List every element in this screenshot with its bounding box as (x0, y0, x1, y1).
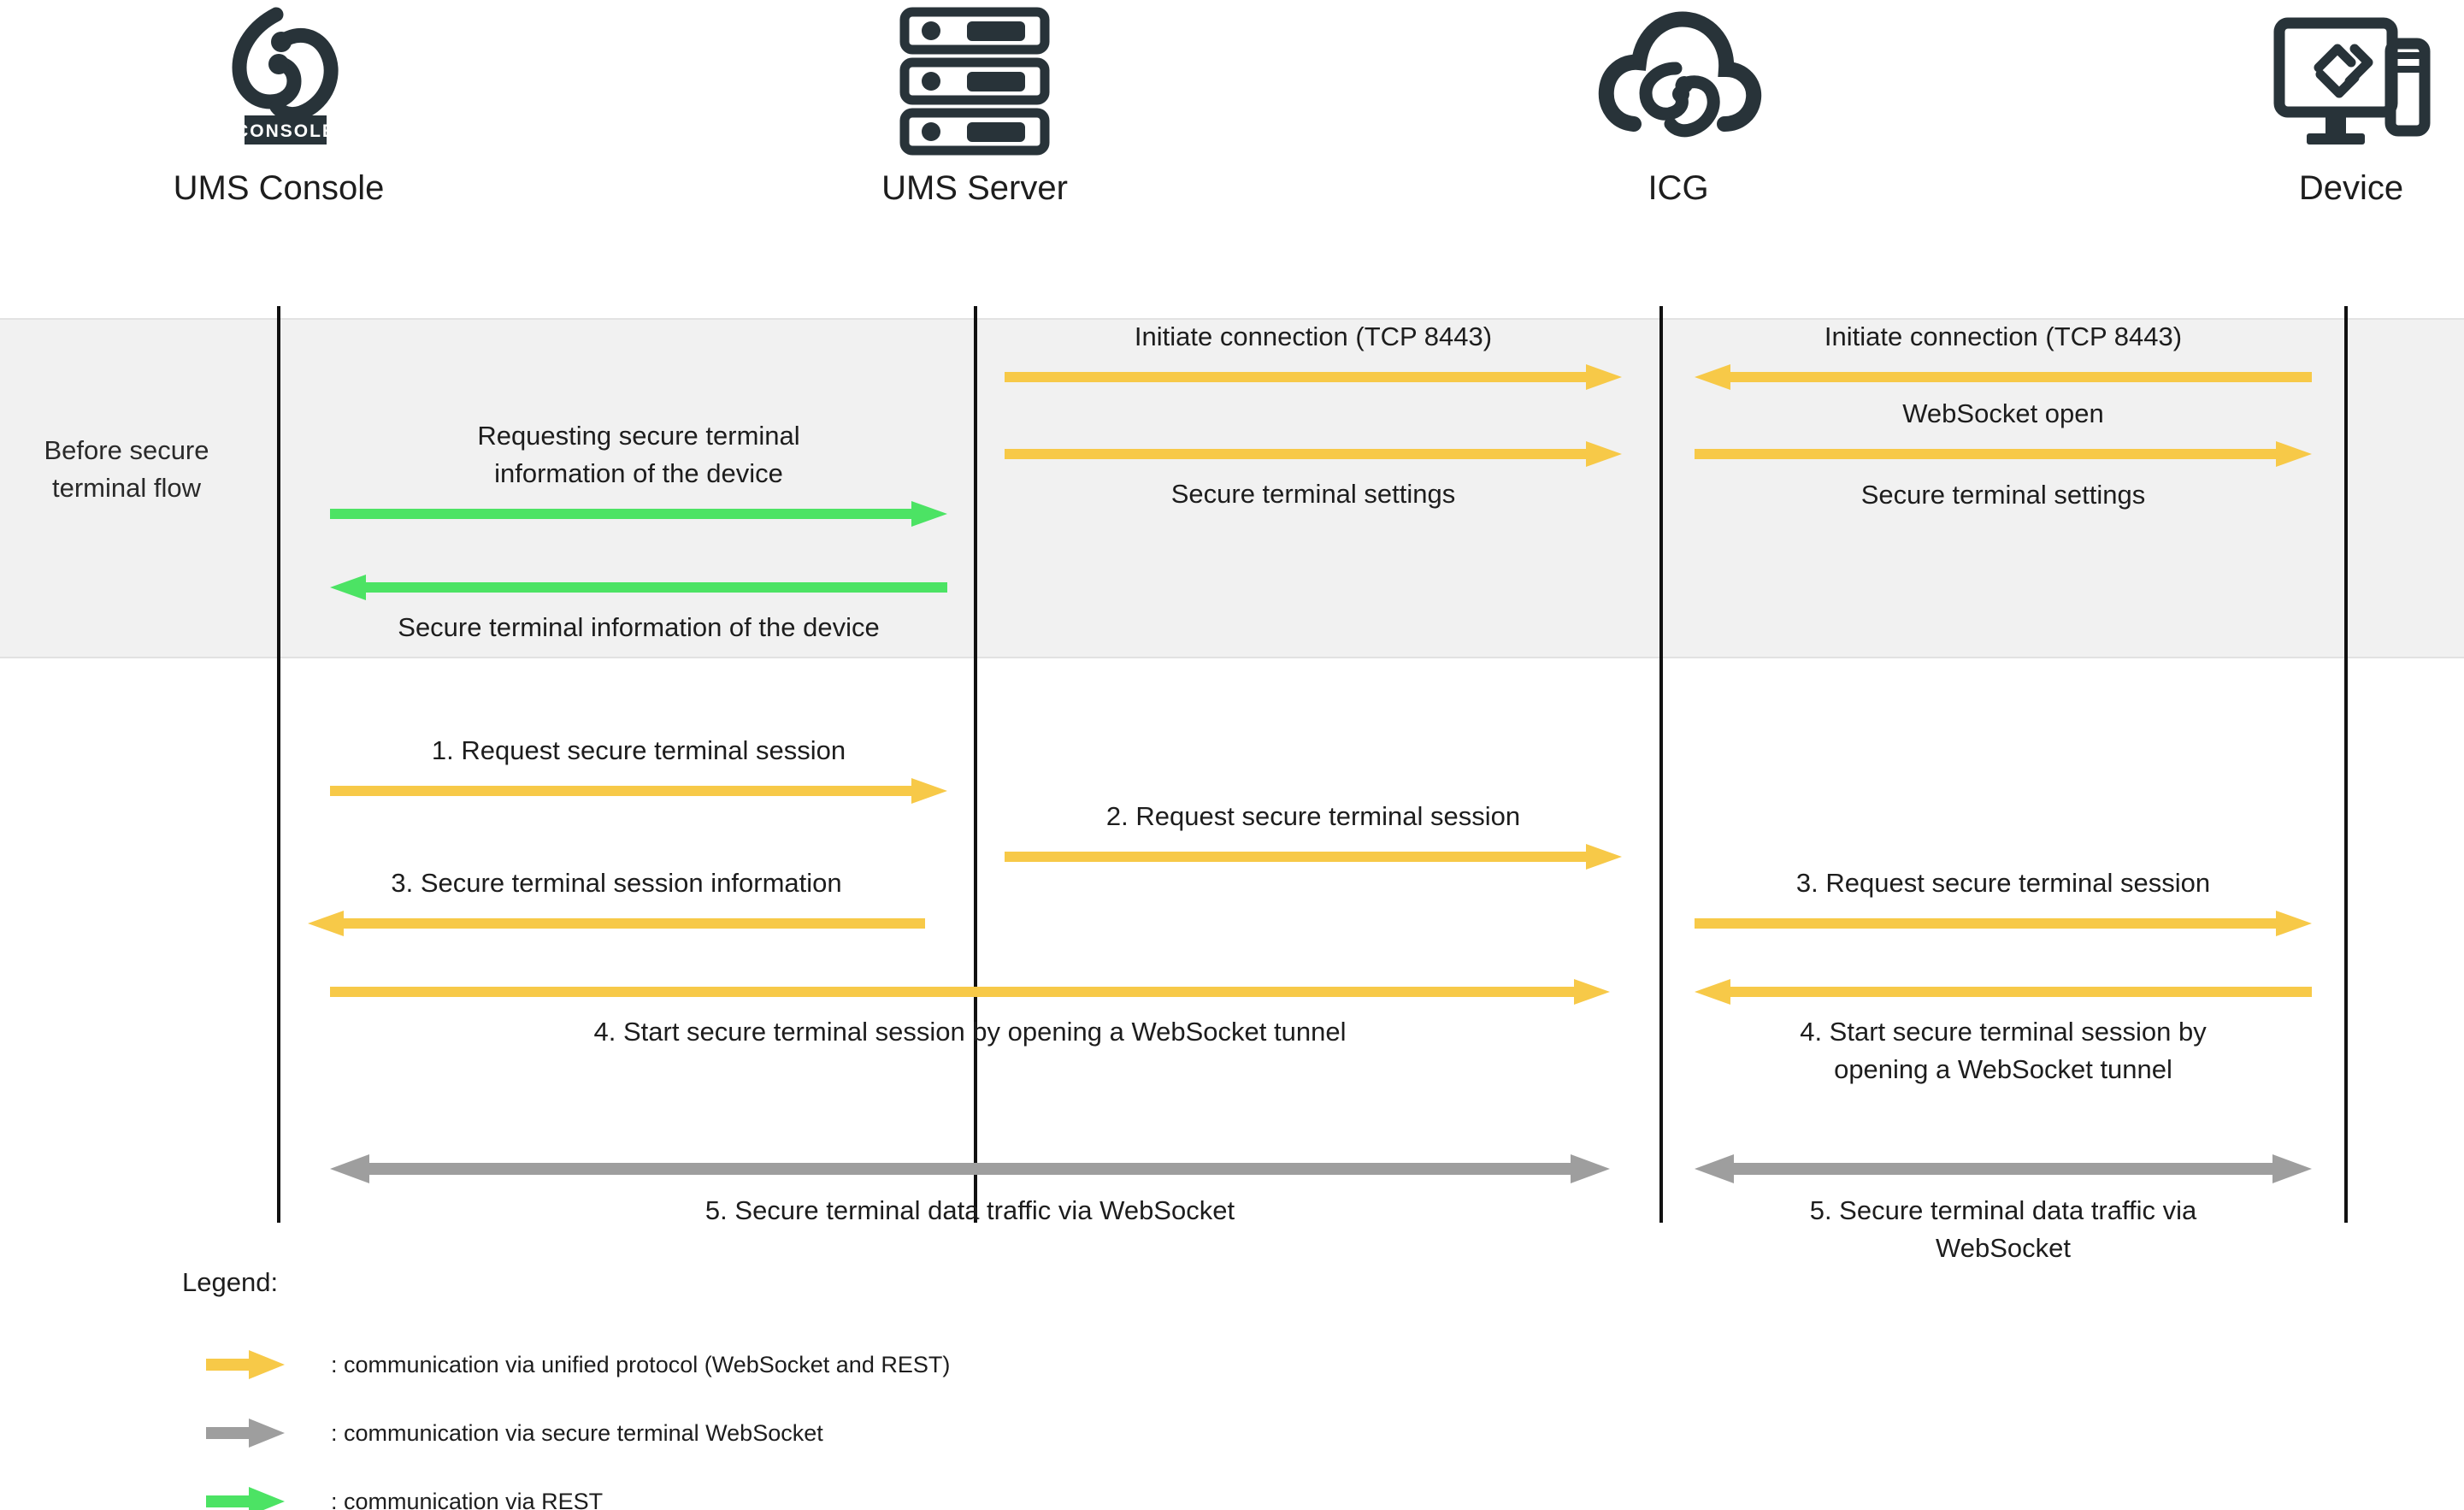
message-secure-terminal-settings-server-icg: Secure terminal settings (1005, 441, 1622, 509)
message-label: 3. Request secure terminal session (1795, 867, 2211, 898)
message-step5-data-traffic-console-icg: 5. Secure terminal data traffic via WebS… (330, 1154, 1610, 1225)
arrow-right-unified-protocol-icon (1695, 441, 2312, 467)
message-secure-terminal-info-of-device: Secure terminal information of the devic… (330, 575, 947, 642)
actor-icg: ICG (1499, 0, 1858, 257)
legend-item-label: : communication via unified protocol (We… (331, 1351, 951, 1377)
arrow-left-unified-protocol-icon (1695, 364, 2312, 390)
message-websocket-open-icg-device: WebSocket open (1695, 398, 2312, 467)
message-label: Secure terminal settings (1170, 479, 1456, 509)
arrow-left-unified-protocol-icon (1695, 979, 2312, 1005)
message-secure-terminal-settings-icg-device: Secure terminal settings (1695, 467, 2312, 510)
message-label: Initiate connection (TCP 8443) (1824, 321, 2183, 351)
cloud-gateway-icon (1499, 0, 1858, 162)
legend-item-label: : communication via secure terminal WebS… (331, 1419, 823, 1446)
message-step4-start-session-console-icg: 4. Start secure terminal session by open… (330, 979, 1610, 1047)
message-label: Secure terminal settings (1860, 480, 2146, 510)
arrow-bidirectional-secure-terminal-websocket-icon (1695, 1154, 2312, 1183)
message-label: 5. Secure terminal data traffic via WebS… (704, 1195, 1235, 1225)
ums-console-logo-icon: CONSOLE (99, 0, 458, 162)
legend-item-rest: : communication via REST (182, 1467, 1379, 1510)
arrow-right-unified-protocol-icon (1005, 441, 1622, 467)
message-step1-request-secure-terminal-session: 1. Request secure terminal session (330, 735, 947, 804)
actor-ums-server: UMS Server (795, 0, 1154, 257)
lifeline-ums-console (277, 306, 280, 1223)
desktop-computer-icon (2172, 0, 2464, 162)
arrow-right-rest-icon (330, 501, 947, 527)
message-step2-request-secure-terminal-session: 2. Request secure terminal session (1005, 801, 1622, 870)
lifeline-ums-server (974, 306, 977, 1223)
arrow-right-unified-protocol-icon (1005, 364, 1622, 390)
message-label: Initiate connection (TCP 8443) (1134, 321, 1493, 351)
arrow-right-unified-protocol-icon (1695, 911, 2312, 936)
phase-band-label: Before secure terminal flow (44, 435, 209, 504)
legend-title: Legend: (182, 1267, 279, 1297)
message-initiate-connection-device-icg: Initiate connection (TCP 8443) (1695, 321, 2312, 390)
message-label: 3. Secure terminal session information (391, 867, 842, 898)
arrow-right-unified-protocol-icon (1005, 844, 1622, 870)
message-step5-data-traffic-icg-device: 5. Secure terminal data traffic via WebS… (1695, 1154, 2312, 1263)
message-step3-secure-terminal-session-information: 3. Secure terminal session information (308, 868, 925, 936)
message-label: Requesting secure terminal information o… (477, 420, 800, 488)
arrow-left-unified-protocol-icon (308, 911, 925, 936)
arrow-bidirectional-secure-terminal-websocket-icon (330, 1154, 1610, 1183)
actor-ums-console: CONSOLE UMS Console (99, 0, 458, 257)
legend-arrow-rest-icon (206, 1487, 309, 1510)
actor-label: UMS Server (881, 169, 1068, 207)
message-label: 4. Start secure terminal session by open… (1800, 1017, 2207, 1085)
svg-text:CONSOLE: CONSOLE (235, 121, 336, 141)
message-label: 5. Secure terminal data traffic via WebS… (1809, 1195, 2197, 1264)
message-label: 2. Request secure terminal session (1105, 800, 1521, 831)
message-label: 1. Request secure terminal session (431, 734, 846, 765)
arrow-left-rest-icon (330, 575, 947, 600)
legend-arrow-secure-terminal-websocket-icon (206, 1419, 309, 1448)
lifeline-icg (1659, 306, 1663, 1223)
legend-item-label: : communication via REST (331, 1488, 604, 1510)
message-label: Secure terminal information of the devic… (398, 612, 880, 642)
message-requesting-secure-terminal-info: Requesting secure terminal information o… (330, 421, 947, 527)
message-step4-start-session-device-icg: 4. Start secure terminal session by open… (1695, 979, 2312, 1084)
arrow-right-unified-protocol-icon (330, 778, 947, 804)
legend-arrow-unified-protocol-icon (206, 1350, 309, 1379)
server-rack-icon (795, 0, 1154, 162)
actor-device: Device (2172, 0, 2464, 257)
legend-item-secure-terminal-websocket: : communication via secure terminal WebS… (182, 1399, 1379, 1467)
actor-label: ICG (1648, 169, 1709, 207)
actor-label: Device (2298, 169, 2404, 207)
legend-item-unified-protocol: : communication via unified protocol (We… (182, 1330, 1379, 1399)
actor-label: UMS Console (173, 169, 385, 207)
message-label: 4. Start secure terminal session by open… (593, 1017, 1347, 1047)
arrow-right-unified-protocol-icon (330, 979, 1610, 1005)
message-step3-request-secure-terminal-session-icg-device: 3. Request secure terminal session (1695, 868, 2312, 936)
lifeline-device (2344, 306, 2348, 1223)
legend: Legend: : communication via unified prot… (182, 1267, 1379, 1510)
message-initiate-connection-server-icg: Initiate connection (TCP 8443) (1005, 321, 1622, 390)
message-label: WebSocket open (1902, 398, 2104, 428)
